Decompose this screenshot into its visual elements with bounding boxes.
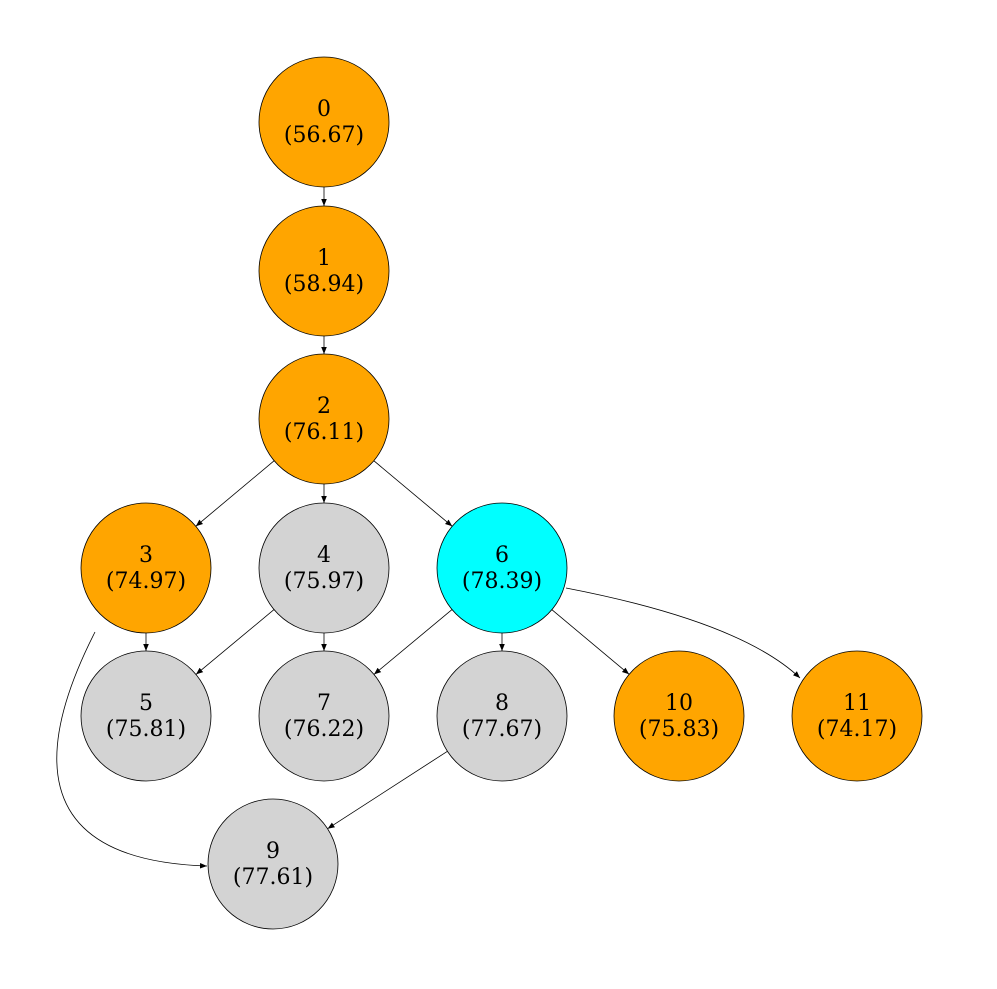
node-8-score-label: (77.67) bbox=[462, 717, 542, 742]
edge-2-to-3 bbox=[195, 460, 275, 527]
node-6-id-label: 6 bbox=[495, 543, 509, 568]
edge-8-to-9 bbox=[327, 750, 448, 830]
node-6-circle bbox=[436, 502, 568, 634]
node-1-id-label: 1 bbox=[317, 246, 331, 271]
node-0-circle bbox=[258, 56, 390, 188]
edge-6-to-10 bbox=[551, 609, 630, 675]
node-2-circle bbox=[258, 353, 390, 485]
nodes-layer: 0(56.67) 1(58.94) 2(76.11) 3(74.97) 4(75.97)… bbox=[80, 56, 923, 930]
node-10[interactable]: 10(75.83) bbox=[613, 650, 745, 782]
node-8-id-label: 8 bbox=[495, 691, 509, 716]
node-9[interactable]: 9(77.61) bbox=[207, 798, 339, 930]
node-1-score-label: (58.94) bbox=[284, 272, 364, 297]
node-9-score-label: (77.61) bbox=[233, 865, 313, 890]
edge-3-to-9 bbox=[56, 631, 208, 869]
node-10-score-label: (75.83) bbox=[639, 717, 719, 742]
node-2-score-label: (76.11) bbox=[284, 420, 364, 445]
node-3[interactable]: 3(74.97) bbox=[80, 502, 212, 634]
edge-6-to-7 bbox=[373, 609, 453, 675]
node-7-score-label: (76.22) bbox=[284, 717, 364, 742]
node-11-circle bbox=[791, 650, 923, 782]
edge-4-to-5 bbox=[195, 609, 275, 675]
node-4-id-label: 4 bbox=[317, 543, 331, 568]
node-0-score-label: (56.67) bbox=[284, 123, 364, 148]
edge-2-to-6 bbox=[373, 460, 453, 527]
edge-6-to-11 bbox=[565, 587, 801, 679]
node-2[interactable]: 2(76.11) bbox=[258, 353, 390, 485]
node-6[interactable]: 6(78.39) bbox=[436, 502, 568, 634]
node-11[interactable]: 11(74.17) bbox=[791, 650, 923, 782]
node-1-circle bbox=[258, 205, 390, 337]
node-2-id-label: 2 bbox=[317, 394, 331, 419]
node-11-id-label: 11 bbox=[843, 691, 871, 716]
node-5[interactable]: 5(75.81) bbox=[80, 650, 212, 782]
node-10-id-label: 10 bbox=[665, 691, 693, 716]
node-9-circle bbox=[207, 798, 339, 930]
node-0-id-label: 0 bbox=[317, 97, 331, 122]
node-7[interactable]: 7(76.22) bbox=[258, 650, 390, 782]
node-5-circle bbox=[80, 650, 212, 782]
node-7-id-label: 7 bbox=[317, 691, 331, 716]
edges-layer bbox=[56, 187, 801, 869]
node-11-score-label: (74.17) bbox=[817, 717, 897, 742]
node-5-id-label: 5 bbox=[139, 691, 153, 716]
node-3-score-label: (74.97) bbox=[106, 569, 186, 594]
node-6-score-label: (78.39) bbox=[462, 569, 542, 594]
node-9-id-label: 9 bbox=[266, 839, 280, 864]
node-7-circle bbox=[258, 650, 390, 782]
node-10-circle bbox=[613, 650, 745, 782]
node-3-id-label: 3 bbox=[139, 543, 153, 568]
node-1[interactable]: 1(58.94) bbox=[258, 205, 390, 337]
node-3-circle bbox=[80, 502, 212, 634]
node-4[interactable]: 4(75.97) bbox=[258, 502, 390, 634]
node-5-score-label: (75.81) bbox=[106, 717, 186, 742]
node-4-circle bbox=[258, 502, 390, 634]
node-0[interactable]: 0(56.67) bbox=[258, 56, 390, 188]
node-4-score-label: (75.97) bbox=[284, 569, 364, 594]
node-8-circle bbox=[436, 650, 568, 782]
node-8[interactable]: 8(77.67) bbox=[436, 650, 568, 782]
